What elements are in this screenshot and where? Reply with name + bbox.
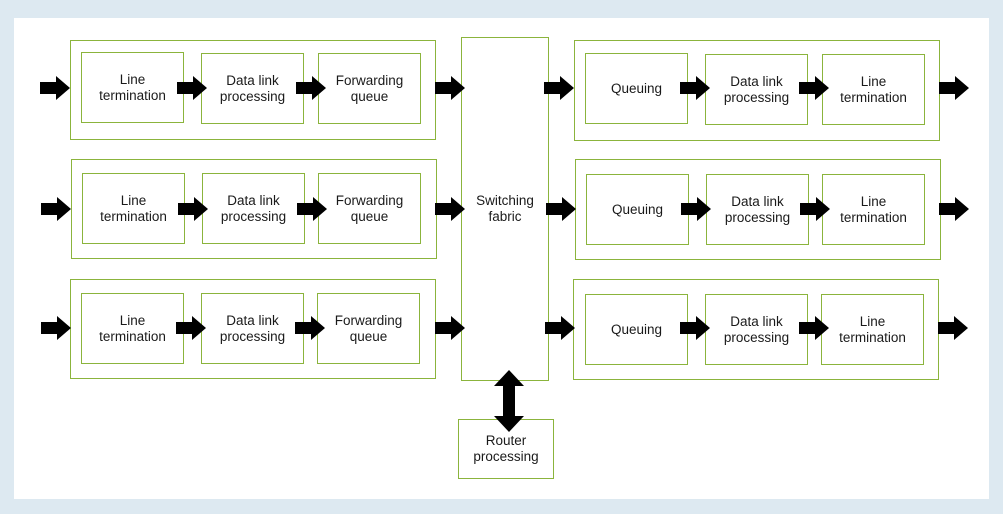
input-1-forwarding-queue-label: Forwarding queue (335, 72, 404, 104)
arrow-right-icon (40, 76, 70, 100)
arrow-right-icon (178, 197, 208, 221)
switching-fabric: Switching fabric (461, 37, 549, 381)
arrow-right-icon (544, 76, 574, 100)
router-processing-label: Router processing (473, 433, 539, 464)
input-1-forwarding-queue: Forwarding queue (318, 53, 421, 124)
arrow-right-icon (800, 197, 830, 221)
arrow-right-icon (939, 197, 969, 221)
input-3-data-link-processing: Data link processing (201, 293, 304, 364)
arrow-right-icon (939, 76, 969, 100)
arrow-right-icon (176, 316, 206, 340)
output-3-queuing-label: Queuing (610, 321, 663, 337)
output-2-queuing: Queuing (586, 174, 689, 245)
arrow-right-icon (297, 197, 327, 221)
output-2-data-link-processing: Data link processing (706, 174, 809, 245)
input-3-data-link-processing-label: Data link processing (219, 312, 286, 344)
arrow-right-icon (799, 316, 829, 340)
arrow-right-icon (435, 76, 465, 100)
input-2-data-link-processing: Data link processing (202, 173, 305, 244)
input-3-forwarding-queue-label: Forwarding queue (334, 312, 403, 344)
input-2-line-termination-label: Line termination (100, 192, 167, 224)
input-3-line-termination-label: Line termination (99, 312, 166, 344)
output-2-data-link-processing-label: Data link processing (724, 193, 791, 225)
input-3-forwarding-queue: Forwarding queue (317, 293, 420, 364)
input-1-data-link-processing: Data link processing (201, 53, 304, 124)
arrow-right-icon (41, 197, 71, 221)
arrow-right-icon (546, 197, 576, 221)
arrow-right-icon (295, 316, 325, 340)
diagram-canvas: Line termination Data link processing Fo… (14, 18, 989, 499)
output-1-queuing: Queuing (585, 53, 688, 124)
bidirectional-arrow-icon (494, 370, 524, 432)
output-2-queuing-label: Queuing (611, 201, 664, 217)
output-3-line-termination-label: Line termination (839, 313, 906, 345)
arrow-right-icon (938, 316, 968, 340)
output-2-line-termination-label: Line termination (840, 193, 907, 225)
output-3-queuing: Queuing (585, 294, 688, 365)
output-3-data-link-processing-label: Data link processing (723, 313, 790, 345)
switching-fabric-label: Switching fabric (476, 193, 534, 224)
arrow-right-icon (680, 316, 710, 340)
output-1-line-termination: Line termination (822, 54, 925, 125)
arrow-right-icon (545, 316, 575, 340)
input-2-forwarding-queue: Forwarding queue (318, 173, 421, 244)
router-processing: Router processing (458, 419, 554, 479)
input-1-line-termination: Line termination (81, 52, 184, 123)
arrow-right-icon (296, 76, 326, 100)
arrow-right-icon (177, 76, 207, 100)
arrow-right-icon (681, 197, 711, 221)
input-2-data-link-processing-label: Data link processing (220, 192, 287, 224)
input-1-data-link-processing-label: Data link processing (219, 72, 286, 104)
output-2-line-termination: Line termination (822, 174, 925, 245)
output-1-line-termination-label: Line termination (840, 73, 907, 105)
input-1-line-termination-label: Line termination (99, 71, 166, 103)
input-2-forwarding-queue-label: Forwarding queue (335, 192, 404, 224)
arrow-right-icon (435, 197, 465, 221)
input-3-line-termination: Line termination (81, 293, 184, 364)
output-3-line-termination: Line termination (821, 294, 924, 365)
arrow-right-icon (799, 76, 829, 100)
output-1-data-link-processing: Data link processing (705, 54, 808, 125)
input-2-line-termination: Line termination (82, 173, 185, 244)
output-1-data-link-processing-label: Data link processing (723, 73, 790, 105)
output-3-data-link-processing: Data link processing (705, 294, 808, 365)
arrow-right-icon (435, 316, 465, 340)
arrow-right-icon (680, 76, 710, 100)
output-1-queuing-label: Queuing (610, 80, 663, 96)
arrow-right-icon (41, 316, 71, 340)
